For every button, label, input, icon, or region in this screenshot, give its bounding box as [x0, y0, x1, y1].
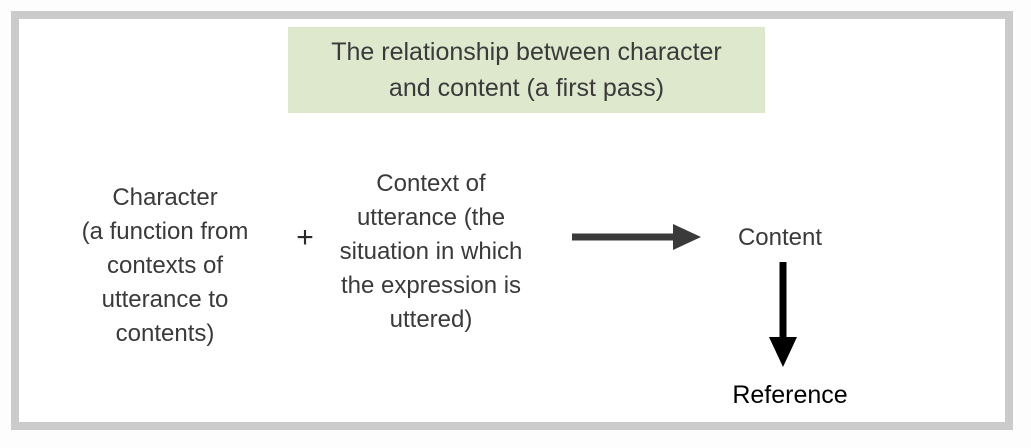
- content-label: Content: [737, 224, 823, 251]
- character-label: Character (a function from contexts of u…: [81, 184, 249, 347]
- diagram-title: The relationship between character and c…: [331, 38, 722, 102]
- down-arrow-icon: [769, 262, 797, 367]
- title-box: The relationship between character and c…: [288, 27, 765, 113]
- plus-sign: +: [296, 221, 314, 254]
- context-label: Context of utterance (the situation in w…: [339, 170, 523, 333]
- reference-label: Reference: [732, 381, 848, 409]
- right-arrow-icon: [572, 224, 701, 250]
